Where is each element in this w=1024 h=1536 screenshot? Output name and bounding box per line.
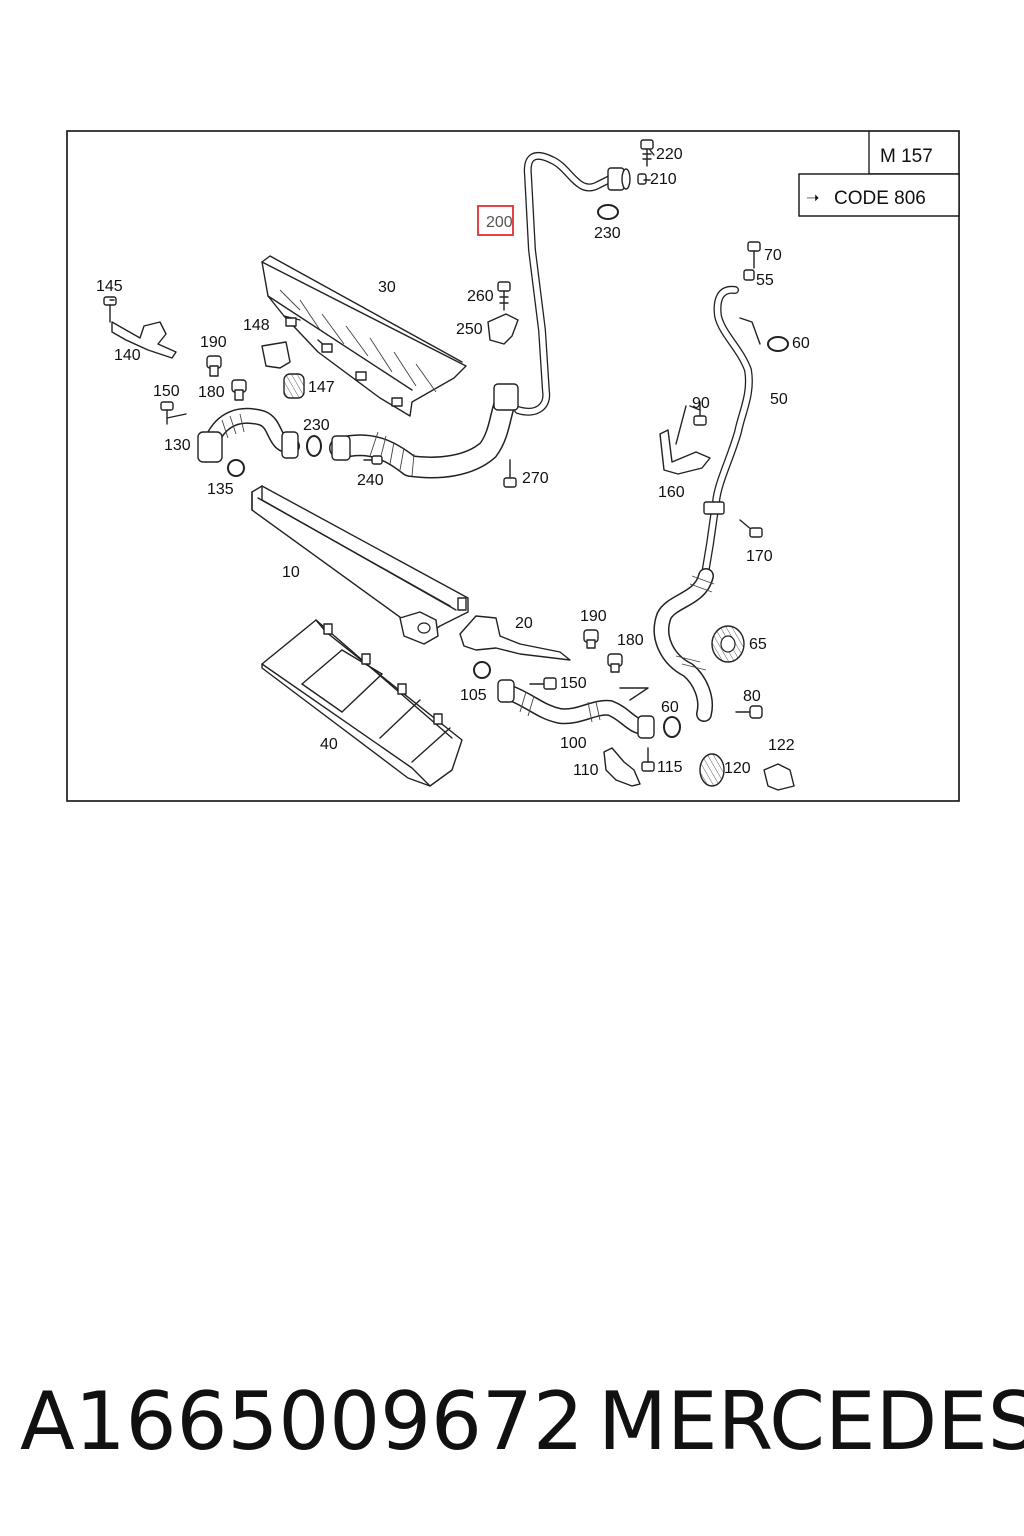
code-label: CODE 806 [834,188,926,209]
part-10-intercooler [251,485,469,645]
part-160-bracket [659,429,711,475]
callout-100[interactable]: 100 [560,735,587,752]
leader-lines [109,149,761,701]
callout-115[interactable]: 115 [657,759,683,776]
part-110-bracket [603,747,641,787]
callout-55[interactable]: 55 [756,272,774,289]
callout-200[interactable]: 200 [486,214,513,231]
callout-30[interactable]: 30 [378,279,396,296]
part-135-oring [227,459,245,477]
callout-170[interactable]: 170 [746,548,773,565]
callout-120[interactable]: 120 [724,760,751,777]
model-label: M 157 [880,146,933,167]
part-20-bracket [459,615,571,661]
part-220-bolt [640,139,654,167]
part-190-plug-lower [583,629,599,649]
part-170-bolt [739,519,763,538]
callout-122[interactable]: 122 [768,737,795,754]
callout-190-lower[interactable]: 190 [580,608,607,625]
callout-160[interactable]: 160 [658,484,685,501]
callout-60-lower[interactable]: 60 [661,699,679,716]
highlight-box-200 [477,205,514,236]
part-122-clamp [763,763,795,791]
part-60-oring-lower [663,716,681,738]
part-148-clamp [261,341,291,369]
callout-135[interactable]: 135 [207,481,234,498]
callout-240[interactable]: 240 [357,472,384,489]
callout-145[interactable]: 145 [96,278,123,295]
callout-80[interactable]: 80 [743,688,761,705]
part-270-bolt [503,459,517,488]
callout-20[interactable]: 20 [515,615,533,632]
part-130-hose [197,407,300,463]
callout-40[interactable]: 40 [320,736,338,753]
callout-260[interactable]: 260 [467,288,494,305]
callout-190-top[interactable]: 190 [200,334,227,351]
callout-105[interactable]: 105 [460,687,487,704]
arrow-right-icon: ➝ [806,190,819,207]
part-210-clip [637,173,647,185]
part-40-cover [261,619,463,787]
callout-180-lower[interactable]: 180 [617,632,644,649]
part-250-bracket [487,313,519,345]
callout-labels: 220 210 200 230 70 55 60 145 30 260 250 … [96,146,810,779]
part-60-oring-top [767,336,789,352]
callout-130[interactable]: 130 [164,437,191,454]
callout-60-top[interactable]: 60 [792,335,810,352]
part-115-bolt [641,747,655,772]
part-90-bolt [693,401,707,426]
part-147-sleeve [283,373,305,399]
part-50-pipe [700,285,753,584]
part-180-plug-top [231,379,247,401]
part-150-bolt-left [160,401,187,425]
part-70-bolt [747,241,761,269]
callout-230-top[interactable]: 230 [594,225,621,242]
callout-148[interactable]: 148 [243,317,270,334]
callout-10[interactable]: 10 [282,564,300,581]
callout-150-lower[interactable]: 150 [560,675,587,692]
brand-name: MERCEDES [598,1375,1024,1468]
part-55-plug [743,269,755,281]
lower-right-hose [653,568,715,722]
part-230-oring-mid [306,435,322,457]
callout-180-top[interactable]: 180 [198,384,225,401]
part-230-oring-top [597,204,619,220]
part-105-oring [473,661,491,679]
part-260-bolt [497,281,511,311]
part-200-coolant-pipe [514,151,631,416]
part-30-air-duct [261,255,467,417]
part-190-plug-top [206,355,222,377]
part-180-plug-lower [607,653,623,673]
part-120-coupling [699,753,725,787]
part-150-bolt-lower [529,677,557,690]
callout-90[interactable]: 90 [692,395,710,412]
callout-250[interactable]: 250 [456,321,483,338]
part-145-bolt [103,296,117,323]
part-number: A1665009672 [20,1375,584,1468]
callout-230-mid[interactable]: 230 [303,417,330,434]
code-box: ➝ CODE 806 [798,173,960,217]
callout-110[interactable]: 110 [573,762,599,779]
charge-air-hose [329,383,519,479]
callout-150-left[interactable]: 150 [153,383,180,400]
part-240-bolt [363,455,383,465]
part-100-hose [497,679,655,739]
callout-147[interactable]: 147 [308,379,335,396]
part-140-bracket [111,321,177,359]
callout-70[interactable]: 70 [764,247,782,264]
part-65-coupling [711,625,745,663]
callout-50[interactable]: 50 [770,391,788,408]
callout-210[interactable]: 210 [650,171,677,188]
part-80-bolt [735,705,763,719]
callout-270[interactable]: 270 [522,470,549,487]
callout-220[interactable]: 220 [656,146,683,163]
callout-65[interactable]: 65 [749,636,767,653]
callout-140[interactable]: 140 [114,347,141,364]
